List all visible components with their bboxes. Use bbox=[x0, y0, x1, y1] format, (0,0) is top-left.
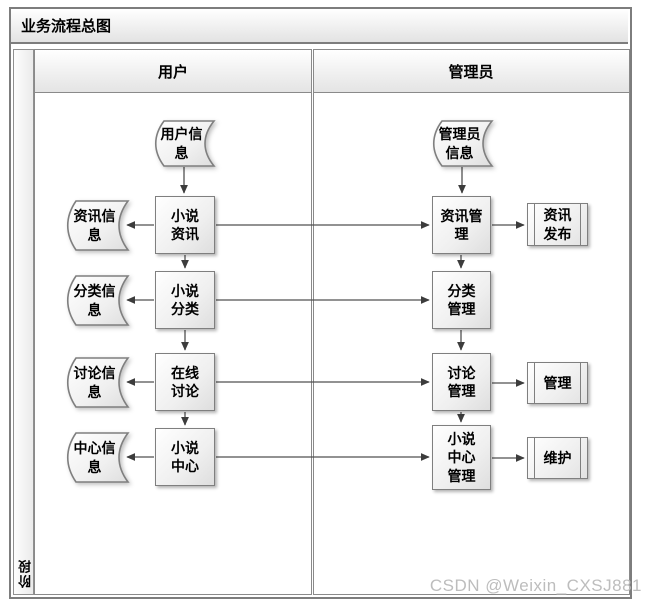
node-label: 资讯管 理 bbox=[440, 207, 483, 242]
diagram-title-bar: 业务流程总图 bbox=[11, 9, 628, 44]
node-label: 小说 分类 bbox=[171, 282, 199, 317]
node-news-publish: 资讯 发布 bbox=[527, 203, 588, 246]
stored-data-shape bbox=[66, 275, 130, 326]
node-label: 维护 bbox=[543, 449, 572, 466]
stored-data-shape bbox=[66, 432, 130, 483]
lane-header-admin: 管理员 bbox=[313, 50, 629, 93]
node-label: 讨论信 息 bbox=[73, 365, 116, 400]
node-label: 管理 bbox=[543, 374, 572, 391]
node-label: 资讯 发布 bbox=[543, 207, 572, 242]
node-label: 分类信 息 bbox=[73, 283, 116, 318]
stored-data-shape bbox=[66, 200, 130, 251]
node-label: 用户信 息 bbox=[160, 126, 203, 161]
lane-header-user: 用户 bbox=[35, 50, 311, 93]
node-maintain: 维护 bbox=[527, 437, 588, 479]
stored-data-shape bbox=[432, 120, 494, 167]
node-label: 中心信 息 bbox=[73, 440, 116, 475]
node-discussion-manage: 讨论 管理 bbox=[432, 353, 491, 411]
node-novel-category: 小说 分类 bbox=[155, 271, 215, 329]
node-label: 分类 管理 bbox=[447, 282, 476, 317]
watermark: CSDN @Weixin_CXSJ881 bbox=[429, 576, 642, 595]
lane-user-label: 用户 bbox=[157, 63, 188, 81]
node-label: 管理员 信息 bbox=[438, 126, 481, 161]
lane-admin-label: 管理员 bbox=[448, 63, 494, 81]
phase-strip: 阶段 bbox=[13, 49, 34, 595]
node-novel-news: 小说 资讯 bbox=[155, 196, 215, 254]
node-novel-center-manage: 小说 中心 管理 bbox=[432, 425, 491, 490]
node-online-discussion: 在线 讨论 bbox=[155, 353, 215, 411]
node-user-info: 用户信 息 bbox=[152, 120, 216, 167]
node-label: 小说 中心 bbox=[171, 439, 199, 474]
node-center-info: 中心信 息 bbox=[64, 432, 130, 483]
node-discussion-info: 讨论信 息 bbox=[64, 357, 130, 408]
node-news-manage: 资讯管 理 bbox=[432, 196, 491, 254]
node-label: 小说 资讯 bbox=[171, 207, 199, 242]
node-label: 小说 中心 管理 bbox=[447, 430, 476, 484]
node-label: 在线 讨论 bbox=[171, 364, 199, 399]
stored-data-shape bbox=[66, 357, 130, 408]
node-manage: 管理 bbox=[527, 362, 588, 404]
node-label: 资讯信 息 bbox=[73, 208, 116, 243]
stored-data-shape bbox=[154, 120, 216, 167]
node-novel-center: 小说 中心 bbox=[155, 428, 215, 486]
node-news-info: 资讯信 息 bbox=[64, 200, 130, 251]
node-category-info: 分类信 息 bbox=[64, 275, 130, 326]
node-admin-info: 管理员 信息 bbox=[430, 120, 494, 167]
node-label: 讨论 管理 bbox=[447, 364, 476, 399]
page-title: 业务流程总图 bbox=[21, 18, 112, 35]
node-category-manage: 分类 管理 bbox=[432, 271, 491, 329]
